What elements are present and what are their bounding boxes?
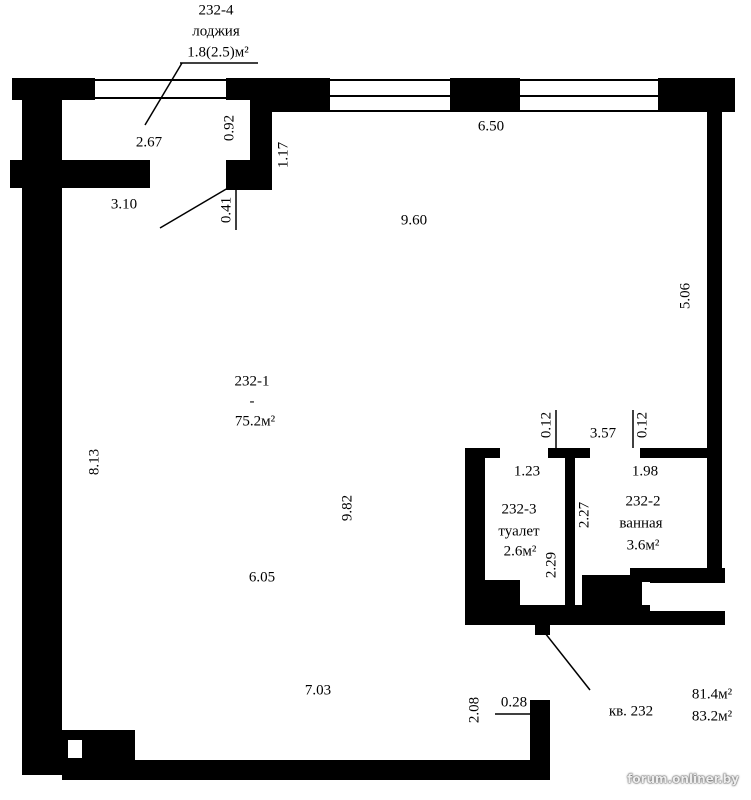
dim-1-98: 1.98	[631, 463, 659, 480]
bathroom-area: 3.6м²	[626, 537, 660, 554]
dim-7-03: 7.03	[304, 682, 332, 699]
dim-6-50: 6.50	[477, 118, 505, 135]
leader-lines	[144, 62, 634, 715]
dim-3-57: 3.57	[589, 425, 617, 442]
walls	[10, 78, 735, 780]
main-room-id: 232-1	[234, 373, 270, 390]
dim-0-12-right: 0.12	[634, 411, 651, 439]
bathroom-id: 232-2	[625, 493, 661, 510]
dim-6-05: 6.05	[248, 569, 276, 586]
loggia-id: 232-4	[198, 2, 234, 19]
main-room-area: 75.2м²	[234, 413, 276, 430]
apartment-label: кв. 232	[608, 703, 654, 720]
dim-0-28: 0.28	[500, 694, 528, 711]
toilet-id: 232-3	[501, 501, 537, 518]
dim-2-27: 2.27	[576, 501, 593, 529]
dim-0-92: 0.92	[221, 114, 238, 142]
bathroom-name: ванная	[619, 515, 663, 532]
dim-9-82: 9.82	[339, 494, 356, 522]
toilet-area: 2.6м²	[503, 543, 537, 560]
bottom-left-opening	[68, 740, 82, 758]
dim-2-67: 2.67	[135, 134, 163, 151]
dim-2-08: 2.08	[466, 696, 483, 724]
windows	[95, 79, 725, 613]
dim-0-12-left: 0.12	[538, 411, 555, 439]
dim-0-41: 0.41	[218, 196, 235, 224]
apartment-area-total: 83.2м²	[691, 708, 733, 725]
toilet-name: туалет	[498, 523, 540, 540]
dim-2-29: 2.29	[543, 551, 560, 579]
dim-8-13: 8.13	[86, 448, 103, 476]
watermark: forum.onliner.by	[627, 772, 739, 786]
dim-5-06: 5.06	[677, 282, 694, 310]
loggia-name: лоджия	[192, 23, 240, 40]
apartment-area-living: 81.4м²	[691, 686, 733, 703]
dim-1-17: 1.17	[275, 141, 292, 169]
loggia-area: 1.8(2.5)м²	[187, 44, 249, 61]
main-room-dash: -	[249, 393, 255, 410]
dim-3-10: 3.10	[110, 196, 138, 213]
dim-9-60: 9.60	[400, 212, 428, 229]
dim-1-23: 1.23	[513, 463, 541, 480]
